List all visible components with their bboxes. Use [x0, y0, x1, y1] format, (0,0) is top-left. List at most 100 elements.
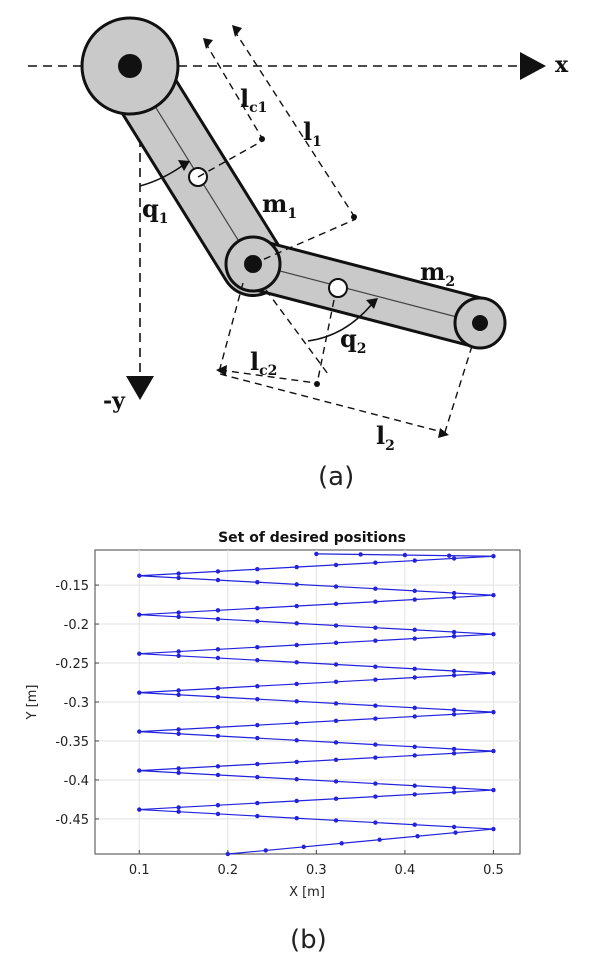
x-tick-label: 0.4 — [395, 863, 416, 878]
data-point — [215, 803, 221, 808]
lc2-arrow-icon — [216, 365, 227, 376]
data-point — [333, 662, 339, 667]
data-point — [451, 673, 457, 678]
data-point — [137, 690, 142, 695]
y-tick-label: -0.2 — [64, 618, 89, 633]
q2-label: q2 — [340, 324, 367, 357]
data-point — [215, 577, 221, 583]
data-point — [339, 841, 344, 846]
y-ticks: -0.15-0.2-0.25-0.3-0.35-0.4-0.45 — [55, 579, 99, 828]
data-point — [255, 683, 260, 689]
data-point — [333, 640, 339, 646]
com1-extension — [197, 139, 265, 178]
data-point — [176, 614, 181, 620]
data-point — [412, 627, 417, 633]
q1-label: q1 — [142, 194, 169, 227]
data-point — [373, 599, 378, 604]
data-point — [215, 616, 221, 622]
link1-extension — [252, 218, 357, 265]
y-axis-title: Y [m] — [25, 685, 40, 721]
data-point — [294, 582, 299, 587]
data-point — [314, 551, 319, 557]
data-point — [333, 701, 339, 706]
data-point — [412, 783, 417, 788]
data-point — [294, 720, 299, 726]
data-point — [255, 761, 260, 767]
data-point — [215, 655, 221, 661]
data-point — [333, 562, 339, 568]
data-point — [294, 816, 299, 821]
figure-b-caption: (b) — [290, 925, 327, 955]
data-point — [294, 603, 299, 609]
base-pivot — [118, 54, 142, 78]
data-point — [137, 573, 142, 578]
data-point — [333, 718, 339, 723]
data-point — [294, 699, 299, 704]
data-point — [451, 751, 457, 756]
data-point — [373, 716, 378, 721]
data-point — [294, 642, 299, 648]
l1-dimension — [233, 29, 355, 217]
data-point — [491, 554, 496, 559]
data-point — [451, 556, 457, 561]
data-point — [255, 696, 260, 702]
data-point — [491, 787, 496, 793]
data-point — [451, 668, 457, 674]
data-point — [215, 647, 221, 652]
x-tick-label: 0.5 — [483, 863, 504, 878]
l1-label: l1 — [303, 117, 322, 150]
m1-label: m1 — [262, 189, 297, 222]
center-of-mass-2 — [328, 278, 348, 298]
data-point — [451, 634, 457, 639]
data-point — [255, 618, 260, 624]
data-point — [255, 644, 260, 650]
data-point — [137, 729, 142, 734]
data-point — [255, 606, 260, 611]
data-point — [301, 844, 306, 850]
series-layer — [137, 551, 496, 857]
data-point — [137, 807, 142, 812]
lc1-dimension — [204, 41, 263, 139]
l2-dimension — [219, 373, 447, 434]
link-2 — [227, 238, 506, 349]
end-effector-pivot — [472, 315, 488, 331]
data-point — [491, 748, 496, 754]
data-point — [358, 552, 363, 557]
data-point — [215, 733, 221, 739]
data-point — [333, 623, 339, 628]
lc1-arrow-icon — [203, 38, 213, 49]
data-point — [294, 660, 299, 665]
data-point — [215, 569, 221, 574]
x-axis-arrow-icon — [520, 52, 546, 80]
data-point — [333, 818, 339, 823]
data-point — [373, 664, 378, 669]
data-point — [373, 638, 378, 643]
data-point — [412, 744, 417, 749]
data-point — [412, 705, 417, 711]
data-point — [446, 553, 452, 558]
data-point — [176, 805, 181, 810]
data-point — [451, 595, 457, 600]
data-point — [333, 796, 339, 801]
data-point — [255, 722, 260, 728]
y-tick-label: -0.4 — [64, 774, 89, 789]
data-point — [451, 746, 457, 752]
link2-extension — [265, 289, 329, 375]
data-point — [491, 631, 496, 637]
data-point — [215, 694, 221, 700]
data-point — [415, 833, 420, 839]
tip-drop-line — [444, 345, 473, 433]
data-point — [373, 677, 378, 682]
data-point — [255, 800, 260, 806]
x-axis-title: X [m] — [289, 885, 325, 900]
data-point — [294, 681, 299, 687]
data-point — [176, 731, 181, 736]
data-point — [137, 651, 142, 656]
q2-arrow-icon — [366, 298, 378, 309]
data-point — [412, 753, 417, 758]
data-point — [215, 811, 221, 817]
data-point — [294, 798, 299, 804]
data-point — [294, 759, 299, 765]
